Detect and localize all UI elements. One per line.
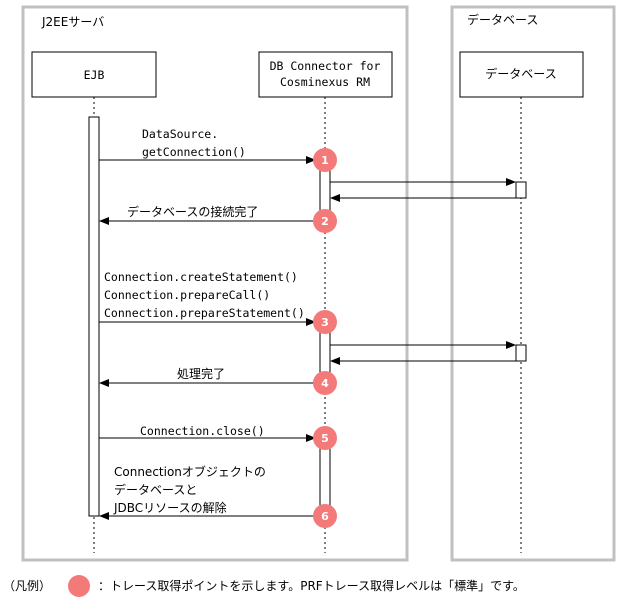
database-group-label: データベース [467,12,538,27]
message-1-label-line2: getConnection() [142,145,246,159]
message-3-label-line3: Connection.prepareStatement() [104,306,305,320]
message-1-label-line1: DataSource. [142,127,218,141]
message-5-label: Connection.close() [140,424,265,438]
message-4-label: 処理完了 [177,366,225,381]
db-participant-label: データベース [485,66,556,81]
message-3-label-line1: Connection.createStatement() [104,270,298,284]
message-6-label-line2: データベースと [114,482,197,497]
legend-prefix: （凡例） [3,579,51,593]
legend-text: ：トレース取得ポイントを示します。PRFトレース取得レベルは「標準」です。 [98,578,525,593]
trace-marker-3-number: 3 [321,316,329,329]
message-6-label-line3: JDBCリソースの解除 [113,500,227,515]
trace-marker-2-number: 2 [321,215,329,228]
message-6-label-line1: Connectionオブジェクトの [114,464,266,479]
db-activation-1 [515,181,527,199]
server-group-frame [21,5,409,562]
trace-marker-2: 2 [313,209,337,233]
message-3-label-line2: Connection.prepareCall() [104,288,270,302]
legend-marker-icon [68,575,90,597]
ejb-activation-bar [88,116,100,517]
ejb-participant-box [31,51,157,98]
ejb-participant-label: EJB [84,68,105,82]
trace-marker-5: 5 [313,426,337,450]
trace-marker-6: 6 [313,504,337,528]
db-participant-box [459,51,584,98]
connector-participant-label-line1: DB Connector for [270,59,381,73]
trace-marker-1-number: 1 [321,154,329,167]
trace-marker-3: 3 [313,310,337,334]
trace-marker-1: 1 [313,148,337,172]
trace-marker-6-number: 6 [321,510,329,523]
connector-participant-label-line2: Cosminexus RM [280,75,370,89]
trace-marker-4: 4 [313,371,337,395]
database-group-frame [450,5,616,562]
message-2-label: データベースの接続完了 [127,204,258,219]
trace-marker-5-number: 5 [321,432,329,445]
db-activation-2 [515,344,527,362]
server-group-label: J2EEサーバ [41,15,104,29]
trace-marker-4-number: 4 [321,377,329,390]
